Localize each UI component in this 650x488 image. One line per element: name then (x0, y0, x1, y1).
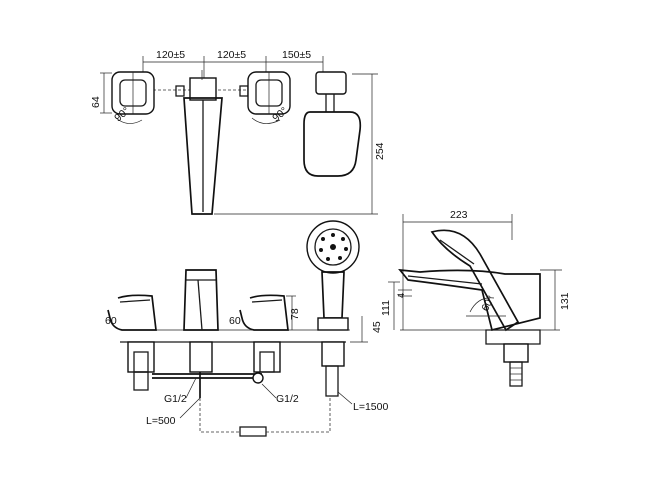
dim-spacing-right: 150±5 (282, 49, 311, 61)
right-handle-front (239, 294, 289, 331)
dim-spout-height-111: 111 (380, 300, 392, 316)
dim-hose-500: L=500 (146, 415, 176, 427)
spout-front (183, 269, 219, 331)
dim-spacing-left: 120±5 (156, 49, 185, 61)
dim-78: 78 (289, 308, 301, 320)
top-view: 120±5 120±5 150±5 64 90° 90° (90, 49, 386, 215)
side-view: 223 60° 4 111 131 (380, 209, 571, 387)
dim-hose-1500: L=1500 (353, 401, 388, 413)
dim-45: 45 (371, 321, 383, 333)
shower-nozzles (319, 233, 348, 261)
left-handle-front (107, 294, 157, 331)
spout-side (398, 268, 541, 332)
dim-side-reach: 223 (450, 209, 468, 221)
shower-head-top (303, 111, 362, 177)
dim-spacing-mid: 120±5 (217, 49, 246, 61)
dim-handle-depth: 64 (90, 96, 102, 108)
dim-handle-height-left: 60 (105, 315, 117, 327)
dim-thread-right: G1/2 (276, 393, 299, 405)
dim-overall-depth: 254 (374, 142, 386, 160)
front-view: 60 60 78 45 (105, 220, 388, 437)
dim-handle-height-mid: 60 (229, 315, 241, 327)
dim-spout-small: 4 (396, 293, 406, 298)
dim-thread-left: G1/2 (164, 393, 187, 405)
dim-spout-height-131: 131 (559, 292, 571, 310)
shower-side (430, 229, 520, 332)
